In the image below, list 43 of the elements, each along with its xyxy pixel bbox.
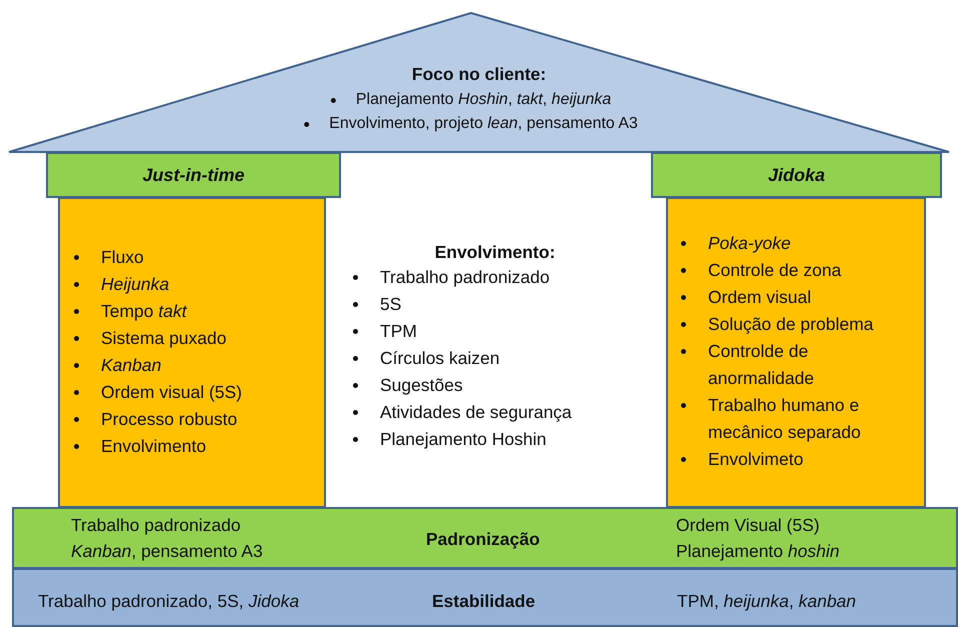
bullet-item: Círculos kaizen — [380, 347, 500, 370]
roof-heading: Foco no cliente: — [410, 64, 548, 85]
bullet-item: Processo robusto — [101, 408, 238, 431]
bullet-item: Kanban — [101, 354, 162, 377]
foundation-band — [12, 507, 958, 569]
pillar-title: Just-in-time — [142, 164, 244, 186]
bullet-item: Ordem visual — [708, 286, 812, 309]
bullet-item: Envolvimeto — [708, 448, 804, 471]
pillar-title: Jidoka — [768, 164, 826, 186]
band-text: Trabalho padronizado — [71, 514, 241, 536]
bullet-item: TPM — [380, 320, 417, 343]
pillar-header — [651, 152, 942, 198]
bullet-item: Planejamento Hoshin, takt, heijunka — [356, 90, 612, 110]
band-text: Ordem Visual (5S) — [676, 514, 820, 536]
bullet-item: Controle de zona — [708, 259, 842, 282]
bullet-item: Trabalho padronizado — [380, 266, 550, 289]
foundation-band — [12, 568, 958, 627]
band-title: Padronização — [426, 528, 540, 550]
bullet-item: Solução de problema — [708, 313, 874, 336]
band-title: Estabilidade — [432, 590, 536, 612]
band-text: Planejamento hoshin — [676, 540, 840, 562]
pillar-header — [46, 152, 341, 198]
bullet-item: Envolvimento, projeto lean, pensamento A3 — [329, 114, 638, 134]
roof-shape — [8, 12, 950, 153]
band-text: TPM, heijunka, kanban — [677, 590, 856, 612]
bullet-item: Fluxo — [101, 246, 144, 269]
bullet-item: Poka-yoke — [708, 232, 791, 255]
bullet-item: 5S — [380, 293, 402, 316]
bullet-item: Sugestões — [380, 374, 463, 397]
bullet-item: Sistema puxado — [101, 327, 226, 350]
section-heading: Envolvimento: — [434, 241, 556, 264]
bullet-item: Ordem visual (5S) — [101, 381, 242, 404]
band-text: Trabalho padronizado, 5S, Jidoka — [38, 590, 300, 612]
band-text: Kanban, pensamento A3 — [71, 540, 263, 562]
bullet-item: Trabalho humano e mecânico separado — [708, 394, 862, 444]
pillar-box — [666, 197, 926, 508]
bullet-item: Heijunka — [101, 273, 170, 296]
bullet-item: Envolvimento — [101, 435, 206, 458]
bullet-item: Controlde de anormalidade — [708, 340, 816, 390]
bullet-item: Tempo takt — [101, 300, 187, 323]
bullet-item: Planejamento Hoshin — [380, 428, 546, 451]
pillar-box — [58, 197, 326, 508]
bullet-item: Atividades de segurança — [380, 401, 572, 424]
